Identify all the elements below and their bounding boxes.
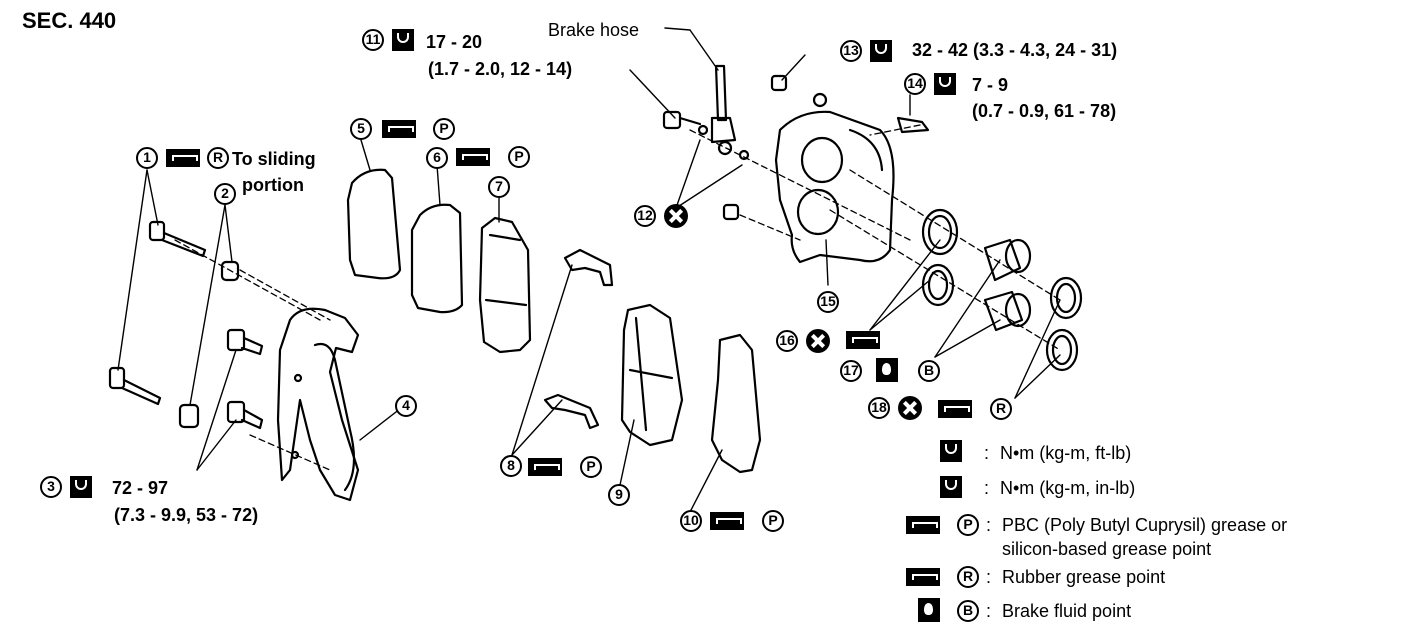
legend-rubber: Rubber grease point [1002,567,1166,587]
rubber-grease-symbol: R [207,147,229,169]
replace-x-icon [898,396,922,420]
torque-11-units: (1.7 - 2.0, 12 - 14) [428,59,573,79]
seals-pistons [921,208,1083,372]
torque-13-value: 32 - 42 (3.3 - 4.3, 24 - 31) [912,40,1118,60]
to-sliding-label-1: To sliding [232,149,316,169]
brake-fluid-symbol: B [957,600,979,622]
callout-6: 6 [426,147,448,169]
legend-sep: : [986,567,992,587]
legend-nm-in: N•m (kg-m, in-lb) [1000,478,1136,498]
grease-icon [710,512,744,530]
rubber-grease-icon [846,331,880,349]
brake-fluid-icon [876,358,898,382]
rubber-grease-symbol: R [990,398,1012,420]
wrench-icon [392,29,414,51]
wrench-icon [940,440,962,462]
callout-3: 3 [40,476,62,498]
callout-18: 18 [868,397,890,419]
legend-sep: : [986,515,992,535]
grease-icon [456,148,490,166]
brake-hose-label: Brake hose [548,20,640,40]
grease-icon [906,516,940,534]
callout-10: 10 [680,510,702,532]
pad-retainers [543,248,614,430]
pbc-grease-symbol: P [762,510,784,532]
callout-13: 13 [840,40,862,62]
legend-nm-ft: N•m (kg-m, ft-lb) [1000,443,1132,463]
grease-icon [166,149,200,167]
callout-9: 9 [608,484,630,506]
axis-lines [174,124,1061,471]
callout-8: 8 [500,455,522,477]
callout-7: 7 [488,176,510,198]
torque-11-value: 17 - 20 [426,32,483,52]
rubber-grease-symbol: R [957,566,979,588]
rubber-grease-icon [938,400,972,418]
callout-16: 16 [776,330,798,352]
replace-x-icon [664,204,688,228]
to-sliding-label-2: portion [242,175,304,195]
callout-2: 2 [214,183,236,205]
pad-shims [346,168,464,314]
callout-17: 17 [840,360,862,382]
leader-lines [117,27,1061,513]
inner-pad [620,303,684,447]
callout-11: 11 [362,29,384,51]
pbc-grease-symbol: P [957,514,979,536]
brake-fluid-symbol: B [918,360,940,382]
callout-5: 5 [350,118,372,140]
torque-14-value: 7 - 9 [972,75,1009,95]
wrench-icon [870,40,892,62]
wrench-in-lb-icon [940,476,962,498]
pbc-grease-symbol: P [580,456,602,478]
brake-fluid-icon [918,598,940,622]
inner-shim [710,333,762,474]
callout-15: 15 [817,291,839,313]
legend-pbc-1: PBC (Poly Butyl Cuprysil) grease or [1002,515,1288,535]
callout-12: 12 [634,205,656,227]
torque-3-value: 72 - 97 [112,478,169,498]
wrench-in-lb-icon [934,73,956,95]
torque-14-units: (0.7 - 0.9, 61 - 78) [972,101,1117,121]
rubber-grease-icon [906,568,940,586]
legend-fluid: Brake fluid point [1002,601,1132,621]
replace-x-icon [806,329,830,353]
bleeder-valve [896,116,930,134]
slide-pins [108,220,264,430]
brake-hose [662,64,750,221]
grease-icon [382,120,416,138]
section-title: SEC. 440 [22,8,117,33]
legend-sep: : [986,601,992,621]
legend-sep: : [984,443,990,463]
torque-3-units: (7.3 - 9.9, 53 - 72) [114,505,259,525]
wrench-icon [70,476,92,498]
pbc-grease-symbol: P [508,146,530,168]
callout-1: 1 [136,147,158,169]
torque-member [276,307,360,502]
brake-pad [478,216,532,354]
grease-icon [528,458,562,476]
callout-4: 4 [395,395,417,417]
caliper-body [770,74,895,264]
legend-pbc-2: silicon-based grease point [1002,539,1212,559]
legend-sep: : [984,478,990,498]
callout-14: 14 [904,73,926,95]
pbc-grease-symbol: P [433,118,455,140]
